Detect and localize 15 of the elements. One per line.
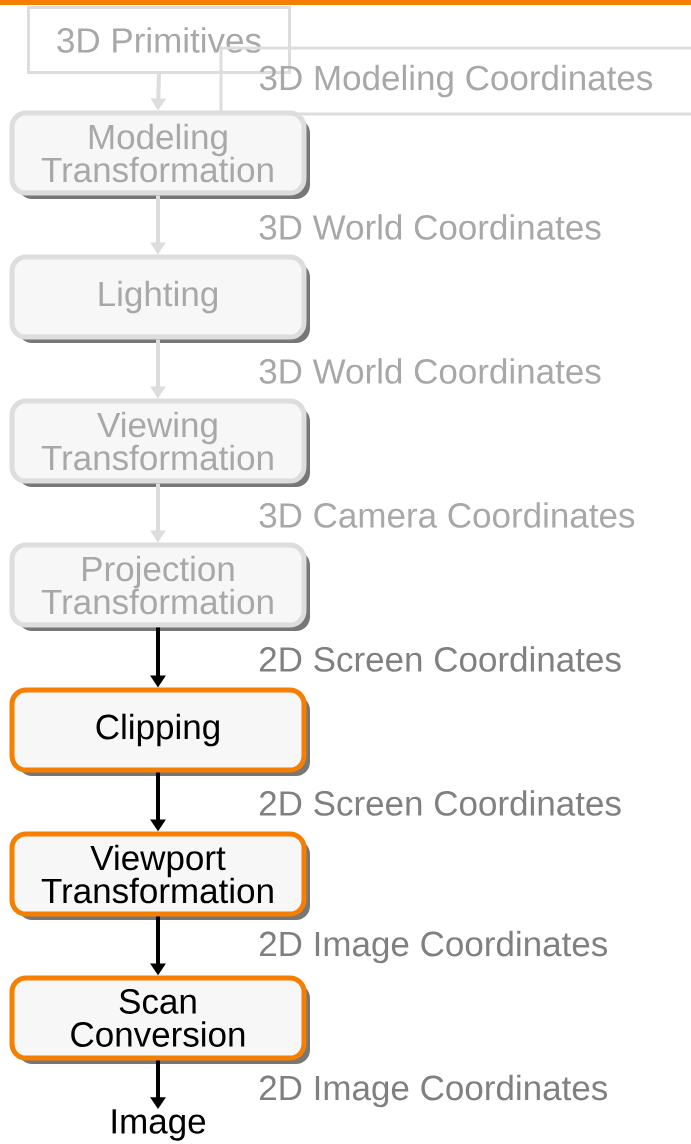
process-box: Clipping: [9, 687, 310, 776]
edge-label: 3D World Coordinates: [259, 358, 601, 384]
process-box: Projection Transformation: [9, 542, 310, 631]
process-box: Lighting: [9, 254, 310, 343]
edge-label: 3D Camera Coordinates: [259, 502, 635, 528]
process-box: Viewing Transformation: [9, 398, 310, 487]
process-box: Scan Conversion: [9, 975, 310, 1064]
edge-label: 2D Image Coordinates: [259, 1074, 608, 1108]
edge-label: 2D Screen Coordinates: [259, 790, 621, 816]
edge-label: 3D World Coordinates: [259, 214, 601, 240]
process-box: Viewport Transformation: [9, 831, 310, 920]
edge-label: 2D Screen Coordinates: [259, 646, 621, 672]
process-box: Modeling Transformation: [9, 110, 310, 199]
edge-label: 2D Image Coordinates: [259, 930, 608, 964]
output-label: Image: [112, 1109, 206, 1141]
